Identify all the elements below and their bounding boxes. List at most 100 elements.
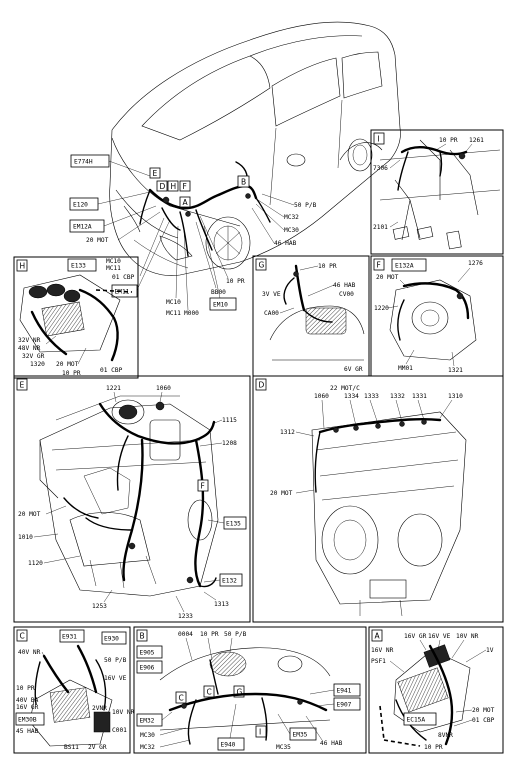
- panel-b-zone-i: I: [259, 728, 261, 737]
- label-i-2101: 2101: [373, 224, 388, 231]
- label-c-10-pr: 10 PR: [16, 685, 35, 692]
- label-d-1333: 1333: [364, 393, 379, 400]
- zone-letter-h: H: [171, 182, 177, 191]
- label-e-1253: 1253: [92, 603, 107, 610]
- label-c-40v-ba: 40V BA: [16, 697, 39, 704]
- label-d-1060: 1060: [314, 393, 329, 400]
- panel-b-zone-c: C: [207, 688, 212, 697]
- label-f-1220: 1220: [374, 305, 389, 312]
- label-e133: E133: [71, 263, 86, 270]
- label-b-mc30: MC30: [140, 732, 155, 739]
- label-mc11: MC11: [166, 310, 181, 317]
- label-g-10-pr: 10 PR: [318, 263, 337, 270]
- label-h-mc11: MC11: [106, 265, 121, 272]
- label-b-mc35: MC35: [276, 744, 291, 751]
- label-50-pb: 50 P/B: [294, 202, 317, 209]
- label-e-1313: 1313: [214, 601, 229, 608]
- label-h-32v-gr: 32V GR: [22, 353, 45, 360]
- label-10-pr-overview: 10 PR: [226, 278, 245, 285]
- label-i-1261: 1261: [469, 137, 484, 144]
- panel-g-letter: G: [259, 261, 265, 270]
- label-g-ca00: CA00: [264, 310, 279, 317]
- panel-i: I 10 PR 1261 7306 2101: [370, 129, 504, 255]
- label-c-50-pb: 50 P/B: [104, 657, 127, 664]
- label-f-1276: 1276: [468, 260, 483, 267]
- zone-letter-f: F: [183, 182, 187, 191]
- label-h-mc10: MC10: [106, 258, 121, 265]
- panel-a-letter: A: [375, 632, 381, 641]
- label-46-hab: 46 HAB: [274, 240, 297, 247]
- label-mc32: MC32: [284, 214, 299, 221]
- label-g-3v-ve: 3V VE: [262, 291, 281, 298]
- label-i-10-pr: 10 PR: [439, 137, 458, 144]
- label-e-1208: 1208: [222, 440, 237, 447]
- panel-f: F E132A 1276 20 MOT 1220 MM01 1321: [370, 255, 504, 377]
- panel-e-letter: E: [20, 381, 25, 390]
- label-e930: E930: [104, 636, 119, 643]
- label-c-10v-nr: 10V NR: [112, 709, 135, 716]
- label-f-20-mot: 20 MOT: [376, 274, 399, 281]
- panel-e-zone-f: F: [201, 482, 205, 491]
- label-e774h: E774H: [74, 159, 93, 166]
- label-g-6v-gr: 6V GR: [344, 366, 363, 373]
- label-h-20-mot: 20 MOT: [56, 361, 79, 368]
- panel-e: E F 1221 1060 1115 1208: [13, 375, 251, 623]
- label-m000: M000: [184, 310, 199, 317]
- label-b-0004: 0004: [178, 631, 193, 638]
- label-em12a: EM12A: [73, 224, 92, 231]
- label-e906: E906: [140, 665, 155, 672]
- panel-a: A 16V GR 16V VE 10V NR 16V NR PSF1 1V EC…: [368, 626, 504, 754]
- label-c-bs11: BS11: [64, 744, 79, 751]
- label-a-8vnr: 8VNR: [438, 732, 453, 739]
- panel-b-zone-c2: C: [179, 694, 184, 703]
- label-h-32v-nr: 32V NR: [18, 337, 41, 344]
- overview-callouts: E774H E120 EM12A 20 MOT 01 CBP EM11 MC10…: [69, 154, 317, 317]
- label-e-1233: 1233: [178, 613, 193, 620]
- label-em30b: EM30B: [18, 717, 37, 724]
- label-d-1332: 1332: [390, 393, 405, 400]
- label-c-40v-nr: 40V NR: [18, 649, 41, 656]
- label-a-10v-nr: 10V NR: [456, 633, 479, 640]
- label-d-22-mot-c: 22 MOT/C: [330, 385, 360, 392]
- label-h-10-pr: 10 PR: [62, 370, 81, 377]
- label-e-1221: 1221: [106, 385, 121, 392]
- label-a-20-mot: 20 MOT: [472, 707, 495, 714]
- label-e-20-mot: 20 MOT: [18, 511, 41, 518]
- label-b-50-pb: 50 P/B: [224, 631, 247, 638]
- label-e132: E132: [222, 578, 237, 585]
- label-c-2v-gr: 2V GR: [88, 744, 107, 751]
- label-e940: E940: [221, 742, 236, 749]
- panel-d-letter: D: [259, 381, 265, 390]
- label-e-1010: 1010: [18, 534, 33, 541]
- overview-car: [109, 21, 401, 276]
- label-a-psf1: PSF1: [371, 658, 386, 665]
- overview-zone-letters: E D H F A B: [149, 167, 250, 208]
- zone-letter-d: D: [160, 182, 166, 191]
- panel-c: C E931 E930 40V NR 50 P/B 16V VE 10 PR 4…: [13, 626, 135, 754]
- label-01-cbp: 01 CBP: [112, 274, 135, 281]
- label-a-01-cbp: 01 CBP: [472, 717, 495, 724]
- label-d-1312: 1312: [280, 429, 295, 436]
- label-h-48v-nr: 48V NR: [18, 345, 41, 352]
- panel-h-letter: H: [20, 262, 26, 271]
- label-e120: E120: [73, 202, 88, 209]
- label-em32: EM32: [140, 718, 155, 725]
- label-mc30: MC30: [284, 227, 299, 234]
- label-c-c001: C001: [112, 727, 127, 734]
- panel-c-letter: C: [20, 632, 25, 641]
- zone-letter-b: B: [241, 178, 246, 187]
- label-e905: E905: [140, 650, 155, 657]
- label-a-16v-nr: 16V NR: [371, 647, 394, 654]
- panel-b-zone-g: G: [237, 688, 243, 697]
- label-d-1334: 1334: [344, 393, 359, 400]
- label-a-16v-gr: 16V GR: [404, 633, 427, 640]
- label-a-1v: 1V: [486, 647, 494, 654]
- label-em10: EM10: [213, 302, 228, 309]
- panel-h: H E133 MC10 MC11 32V NR 48V NR 32V GR 13…: [13, 256, 139, 379]
- zone-letter-e: E: [153, 169, 158, 178]
- label-a-10-pr: 10 PR: [424, 744, 443, 751]
- label-c-45-hab: 45 HAB: [16, 728, 39, 735]
- label-20-mot: 20 MOT: [86, 237, 109, 244]
- zone-letter-a: A: [183, 198, 189, 207]
- label-e135: E135: [226, 521, 241, 528]
